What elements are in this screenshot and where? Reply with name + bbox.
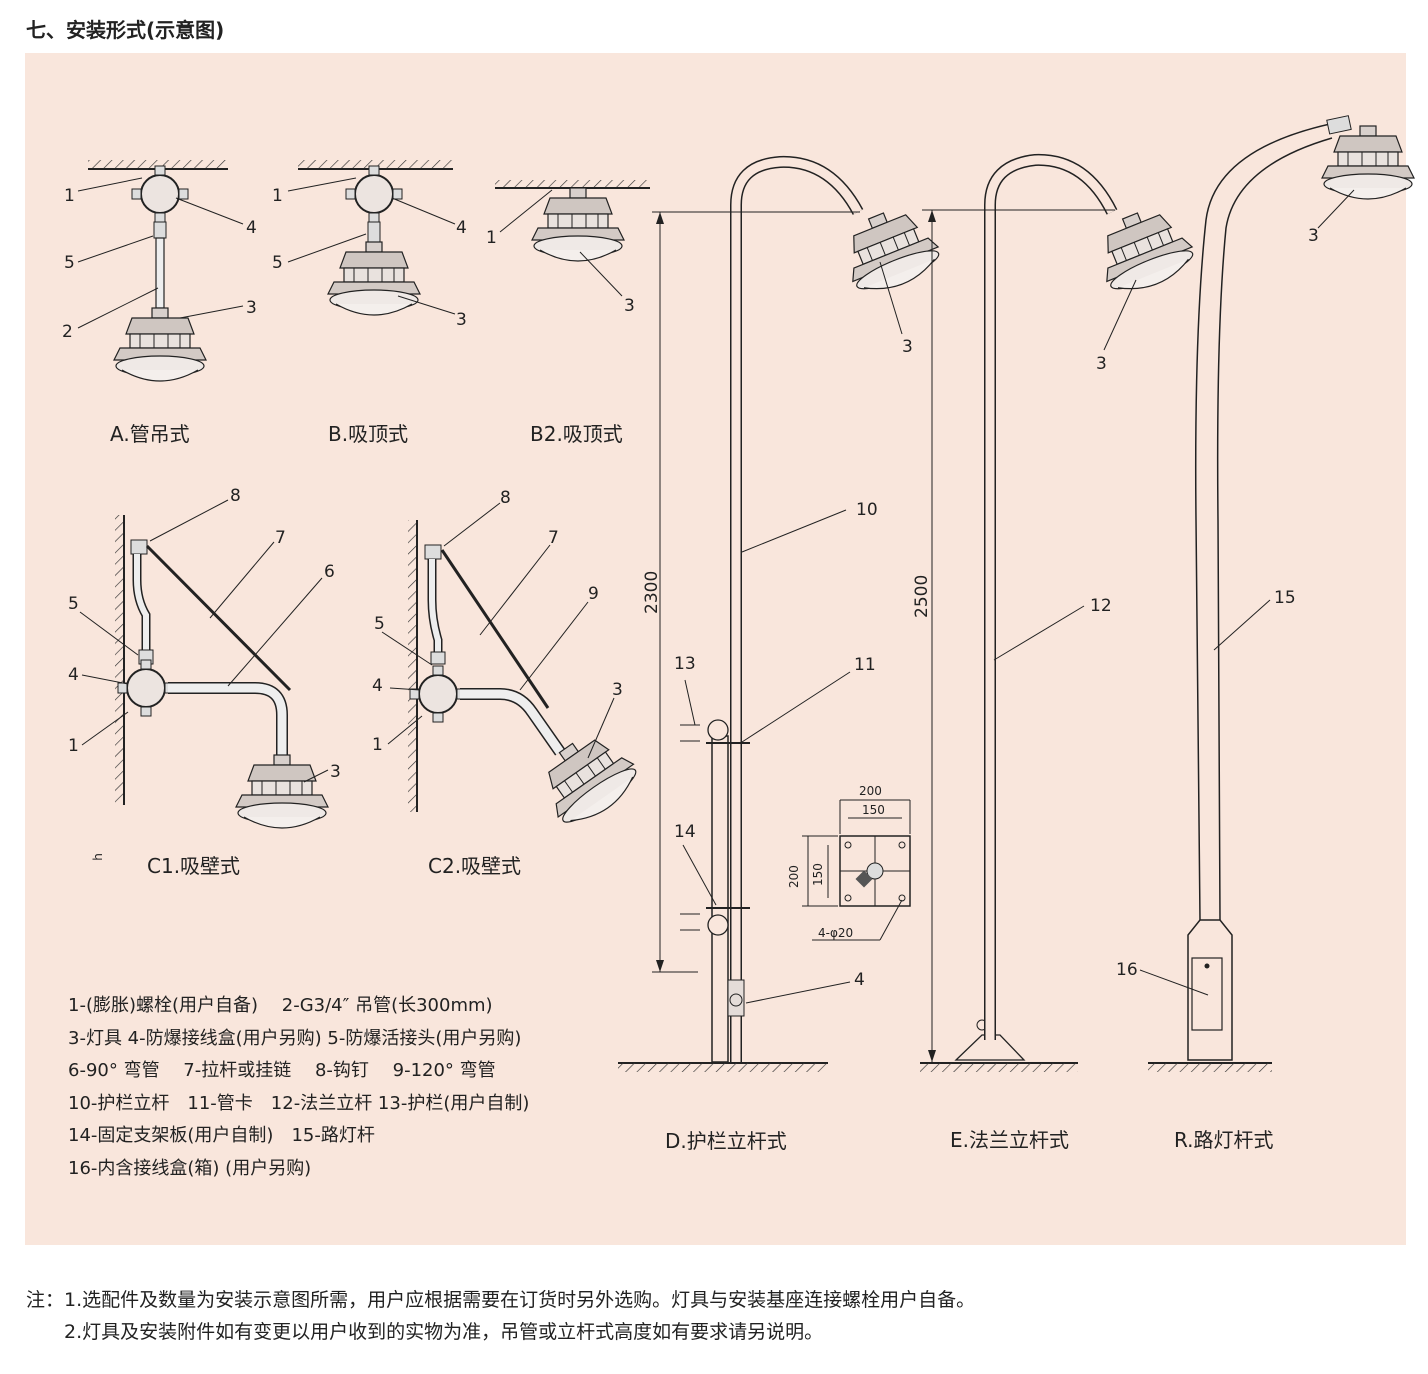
drawing-c2-wall: [381, 502, 647, 835]
callout-c1-5: 5: [68, 594, 79, 614]
callout-d-13: 13: [674, 654, 696, 674]
note-line: 2.灯具及安装附件如有变更以用户收到的实物为准，吊管或立杆式高度如有要求请另说明…: [26, 1321, 824, 1343]
notes: 注：1.选配件及数量为安装示意图所需，用户应根据需要在订货时另外选购。灯具与安装…: [26, 1284, 975, 1348]
callout-e-12: 12: [1090, 596, 1112, 616]
callout-c2-8: 8: [500, 488, 511, 508]
caption-b: B.吸顶式: [328, 422, 409, 446]
caption-c1: C1.吸壁式: [147, 854, 241, 878]
callout-d-3: 3: [902, 337, 913, 357]
callout-c1-7: 7: [275, 528, 286, 548]
callout-a-3: 3: [246, 298, 257, 318]
legend-line: 3-灯具 4-防爆接线盒(用户另购) 5-防爆活接头(用户另购): [68, 1027, 522, 1049]
callout-c1-3: 3: [330, 762, 341, 782]
dimension-plate-inner: 150: [862, 803, 885, 817]
section-title: 七、安装形式(示意图): [26, 18, 225, 42]
callout-b-4: 4: [456, 218, 467, 238]
callout-r-16: 16: [1116, 960, 1138, 980]
dimension-plate-outer: 200: [859, 784, 882, 798]
dimension-plate-inner-v: 150: [811, 863, 825, 886]
callout-a-4: 4: [246, 218, 257, 238]
drawing-b-ceiling: [287, 160, 456, 316]
caption-b2: B2.吸顶式: [530, 422, 623, 446]
legend-line: 10-护栏立杆 11-管卡 12-法兰立杆 13-护栏(用户自制): [68, 1092, 530, 1114]
dimension-plate-holes: 4-φ20: [818, 926, 854, 940]
callout-b2-3: 3: [624, 296, 635, 316]
callout-b-5: 5: [272, 253, 283, 273]
callout-r-15: 15: [1274, 588, 1296, 608]
legend-line: 6-90° 弯管 7-拉杆或挂链 8-钩钉 9-120° 弯管: [68, 1060, 496, 1081]
small-mark: h: [90, 853, 105, 861]
callout-c1-4: 4: [68, 665, 79, 685]
dimension-plate-outer-v: 200: [787, 865, 801, 888]
caption-d: D.护栏立杆式: [665, 1129, 787, 1153]
legend-line: 16-内含接线盒(箱) (用户另购): [68, 1157, 312, 1179]
callout-c2-7: 7: [548, 528, 559, 548]
caption-c2: C2.吸壁式: [428, 854, 522, 878]
callout-a-5: 5: [64, 253, 75, 273]
drawing-r-street-pole: [1139, 115, 1415, 1072]
drawing-mounting-plate: [802, 799, 911, 941]
caption-r: R.路灯杆式: [1174, 1128, 1274, 1152]
caption-e: E.法兰立杆式: [950, 1128, 1069, 1152]
callout-e-3: 3: [1096, 354, 1107, 374]
callout-a-1: 1: [64, 186, 75, 206]
callout-c2-4: 4: [372, 676, 383, 696]
callout-c2-3: 3: [612, 680, 623, 700]
dimension-d-height: 2300: [642, 570, 662, 614]
parts-legend: 1-(膨胀)螺栓(用户自备) 2-G3/4″ 吊管(长300mm) 3-灯具 4…: [68, 990, 529, 1185]
callout-r-3: 3: [1308, 226, 1319, 246]
callout-c2-9: 9: [588, 584, 599, 604]
dimension-e-height: 2500: [912, 574, 932, 618]
callout-c2-5: 5: [374, 614, 385, 634]
callout-d-4: 4: [854, 970, 865, 990]
legend-line: 14-固定支架板(用户自制) 15-路灯杆: [68, 1125, 375, 1146]
callout-c2-1: 1: [372, 735, 383, 755]
legend-line: 1-(膨胀)螺栓(用户自备) 2-G3/4″ 吊管(长300mm): [68, 995, 493, 1016]
drawing-d-guardrail-pole: [618, 155, 947, 1072]
caption-a: A.管吊式: [110, 422, 190, 446]
drawing-a-pendant: [77, 160, 244, 382]
note-line: 注：1.选配件及数量为安装示意图所需，用户应根据需要在订货时另外选购。灯具与安装…: [26, 1289, 976, 1311]
callout-d-11: 11: [854, 655, 876, 675]
callout-d-14: 14: [674, 822, 696, 842]
drawing-b2-ceiling: [495, 180, 650, 297]
callout-b-3: 3: [456, 310, 467, 330]
callout-c1-6: 6: [324, 562, 335, 582]
callout-b-1: 1: [272, 186, 283, 206]
callout-d-10: 10: [856, 500, 878, 520]
callout-c1-1: 1: [68, 736, 79, 756]
callout-c1-8: 8: [230, 486, 241, 506]
drawing-c1-wall: [79, 499, 329, 829]
callout-a-2: 2: [62, 322, 73, 342]
drawing-e-flange-pole: [920, 153, 1201, 1072]
callout-b2-1: 1: [486, 228, 497, 248]
